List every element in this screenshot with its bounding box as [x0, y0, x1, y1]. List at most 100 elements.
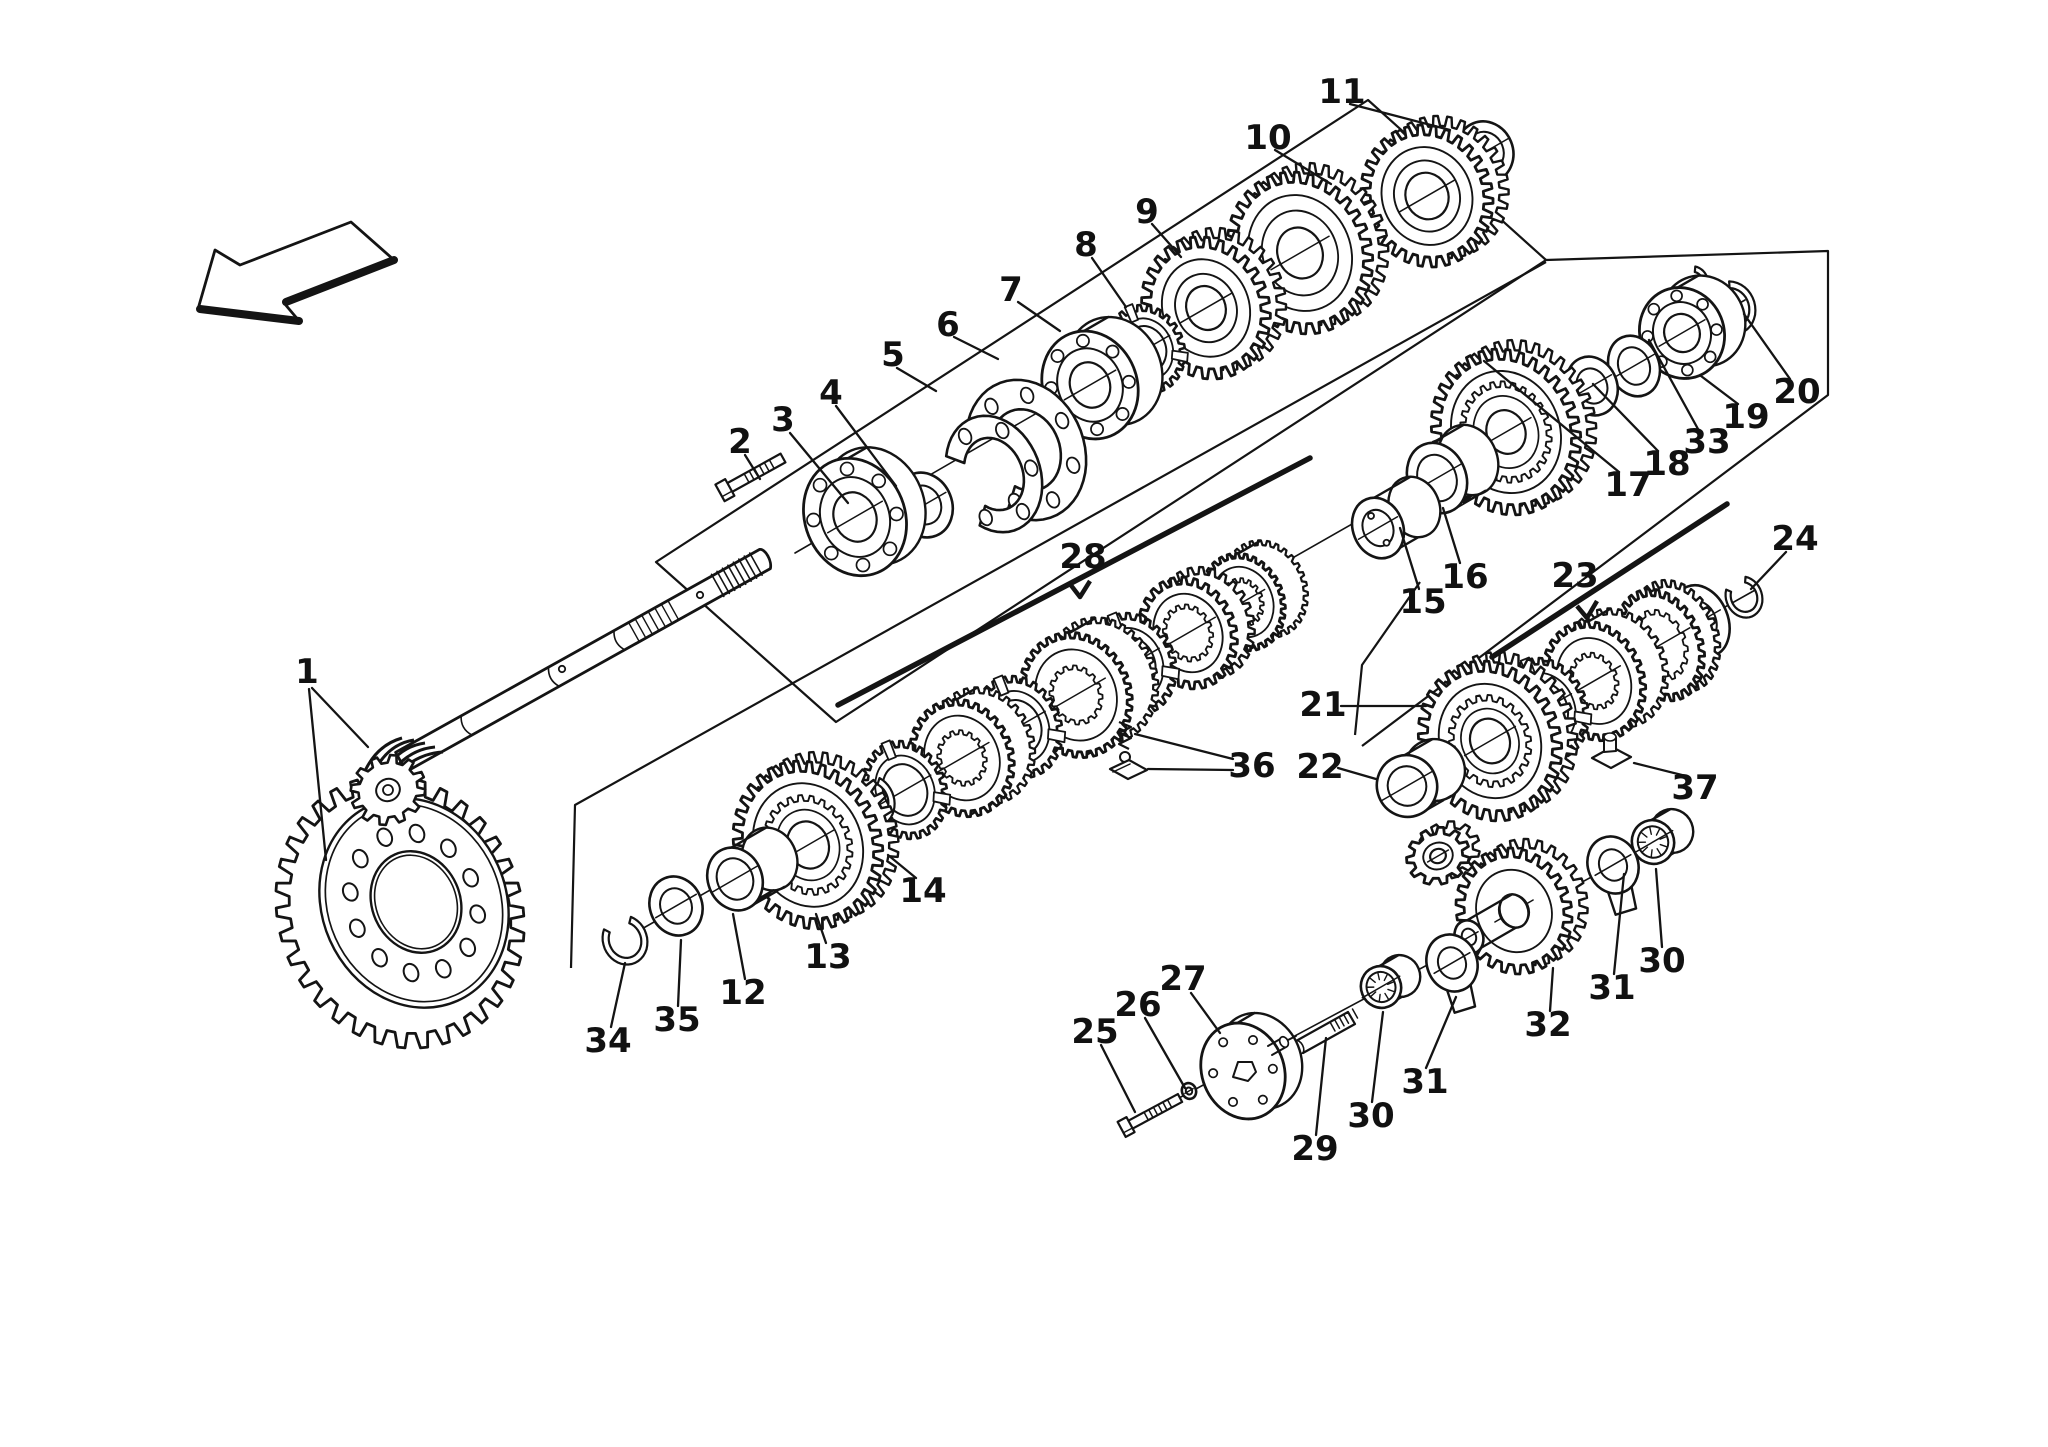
callout-34: 34: [584, 961, 632, 1061]
callout-label-21: 21: [1299, 685, 1346, 725]
border-bottom-right-group: [1353, 581, 1421, 736]
callout-18: 18: [1591, 382, 1691, 484]
callout-label-11: 11: [1318, 72, 1365, 112]
part-needle-cage-22: [1375, 737, 1467, 819]
part-gear-9: [1140, 226, 1288, 381]
part-gear-10: [1359, 114, 1510, 269]
part-gasket-5: [944, 414, 1044, 534]
callout-label-9: 9: [1135, 192, 1159, 232]
part-snap-ring-34: [601, 915, 649, 966]
callout-1: 1: [295, 652, 370, 862]
callout-27: 27: [1159, 959, 1222, 1035]
callout-17: 17: [1482, 359, 1652, 505]
callout-label-22: 22: [1296, 747, 1343, 787]
callout-2: 2: [728, 422, 762, 481]
callout-label-30: 30: [1638, 941, 1685, 981]
callout-label-26: 26: [1114, 985, 1161, 1025]
callout-29: 29: [1291, 1036, 1339, 1169]
callout-14: 14: [886, 853, 947, 911]
callout-label-14: 14: [899, 871, 946, 911]
callout-25: 25: [1071, 1012, 1137, 1114]
bracket-label-28: 28: [1059, 537, 1106, 577]
callout-31: 31: [1588, 872, 1636, 1008]
callout-31: 31: [1401, 995, 1458, 1102]
callout-label-37: 37: [1671, 768, 1718, 808]
callout-26: 26: [1114, 985, 1187, 1090]
callout-9: 9: [1135, 192, 1183, 259]
callout-label-16: 16: [1441, 557, 1488, 597]
part-tab-washer-31b: [1586, 835, 1640, 916]
callout-8: 8: [1074, 225, 1128, 309]
callout-label-15: 15: [1399, 582, 1446, 622]
diagram-artwork: [196, 98, 1830, 1139]
callout-10: 10: [1244, 118, 1333, 186]
callout-11: 11: [1318, 72, 1452, 132]
callout-label-29: 29: [1291, 1129, 1338, 1169]
callout-35: 35: [653, 938, 701, 1040]
callout-label-31: 31: [1588, 968, 1635, 1008]
callout-label-20: 20: [1773, 372, 1820, 412]
callout-label-31: 31: [1401, 1062, 1448, 1102]
callout-3: 3: [771, 400, 850, 505]
callout-label-18: 18: [1643, 444, 1690, 484]
part-sleeve-15: [1350, 475, 1442, 560]
bracket-28: 28: [835, 455, 1313, 708]
part-bush-30a: [1359, 953, 1422, 1010]
part-bush-30b: [1630, 807, 1695, 866]
part-bevel-pinion-1: [349, 736, 444, 827]
callout-33: 33: [1647, 338, 1731, 462]
part-detent-spring-ball-pad-36: [1108, 720, 1149, 781]
part-sliding-sleeve-28d: [1018, 616, 1160, 759]
callout-label-24: 24: [1771, 519, 1818, 559]
callout-20: 20: [1742, 312, 1821, 412]
callout-22: 22: [1296, 747, 1378, 787]
part-end-cover-27: [1199, 1011, 1304, 1121]
part-needle-cage-12: [705, 826, 799, 912]
part-tab-washer-31a: [1425, 933, 1479, 1014]
callout-4: 4: [819, 373, 898, 488]
callout-19: 19: [1699, 374, 1770, 437]
border-lower-group: [569, 261, 1547, 969]
callout-37: 37: [1632, 761, 1719, 808]
callout-label-5: 5: [881, 335, 905, 375]
callout-label-12: 12: [719, 973, 766, 1013]
callout-12: 12: [719, 912, 767, 1013]
callout-label-19: 19: [1722, 397, 1769, 437]
callout-label-3: 3: [771, 400, 795, 440]
callout-label-32: 32: [1524, 1005, 1571, 1045]
part-shim-33: [1606, 334, 1662, 398]
callout-30: 30: [1347, 1010, 1395, 1136]
callout-label-25: 25: [1071, 1012, 1118, 1052]
callout-5: 5: [881, 335, 938, 393]
part-bolt-25: [1116, 1092, 1184, 1139]
callout-15: 15: [1398, 526, 1447, 622]
direction-arrow: [196, 220, 398, 325]
callout-label-33: 33: [1683, 422, 1730, 462]
bracket-23: 23: [1489, 501, 1730, 660]
part-reverse-pinion: [1405, 820, 1481, 886]
callout-6: 6: [936, 305, 1000, 361]
callout-label-17: 17: [1604, 465, 1651, 505]
callout-21: 21: [1299, 685, 1428, 725]
callout-label-6: 6: [936, 305, 960, 345]
callout-label-13: 13: [804, 937, 851, 977]
part-ball-bearing-3: [802, 446, 927, 578]
callout-label-1: 1: [295, 652, 319, 692]
part-bolt-2: [714, 452, 787, 503]
callout-13: 13: [804, 912, 852, 977]
part-flange-6: [965, 378, 1088, 522]
bracket-label-23: 23: [1551, 556, 1598, 596]
callout-36: 36: [1133, 732, 1276, 786]
callout-24: 24: [1749, 519, 1819, 591]
part-roller-bearing-7: [1040, 315, 1164, 441]
callout-16: 16: [1441, 506, 1489, 597]
callout-7: 7: [999, 270, 1062, 333]
part-washer-35: [648, 875, 704, 937]
callout-label-7: 7: [999, 270, 1023, 310]
callout-label-2: 2: [728, 422, 752, 462]
callout-label-30: 30: [1347, 1096, 1394, 1136]
part-pinion-shaft-1: [394, 547, 773, 774]
callout-label-35: 35: [653, 1000, 700, 1040]
